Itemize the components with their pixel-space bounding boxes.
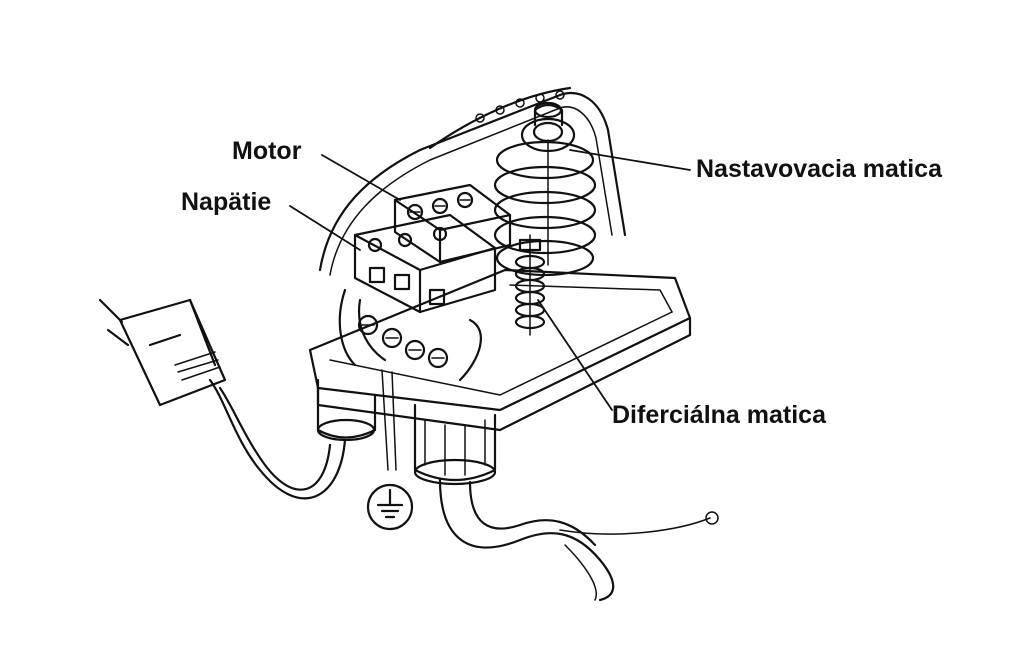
leader-motor	[321, 154, 401, 201]
motor-terminal-block	[393, 183, 512, 264]
motor-cable	[438, 478, 719, 602]
leader-diferencialna	[537, 299, 613, 411]
cover-outline	[318, 86, 627, 276]
internal-wires	[338, 288, 482, 382]
leader-napatie	[289, 205, 361, 251]
leader-nastavovacia	[569, 149, 691, 171]
cable-glands	[316, 378, 497, 486]
differential-spring	[514, 234, 546, 336]
label-motor: Motor	[232, 137, 302, 165]
ground-symbol-icon	[366, 483, 414, 531]
ground-wire	[381, 369, 397, 471]
voltage-terminal-block	[353, 213, 497, 314]
label-adjusting-nut: Nastavovacia matica	[696, 155, 942, 183]
plug-icon	[98, 298, 227, 407]
power-cable	[208, 378, 347, 500]
label-differential-nut: Diferciálna matica	[612, 401, 826, 429]
main-spring	[493, 101, 597, 277]
label-napatie: Napätie	[181, 188, 272, 216]
